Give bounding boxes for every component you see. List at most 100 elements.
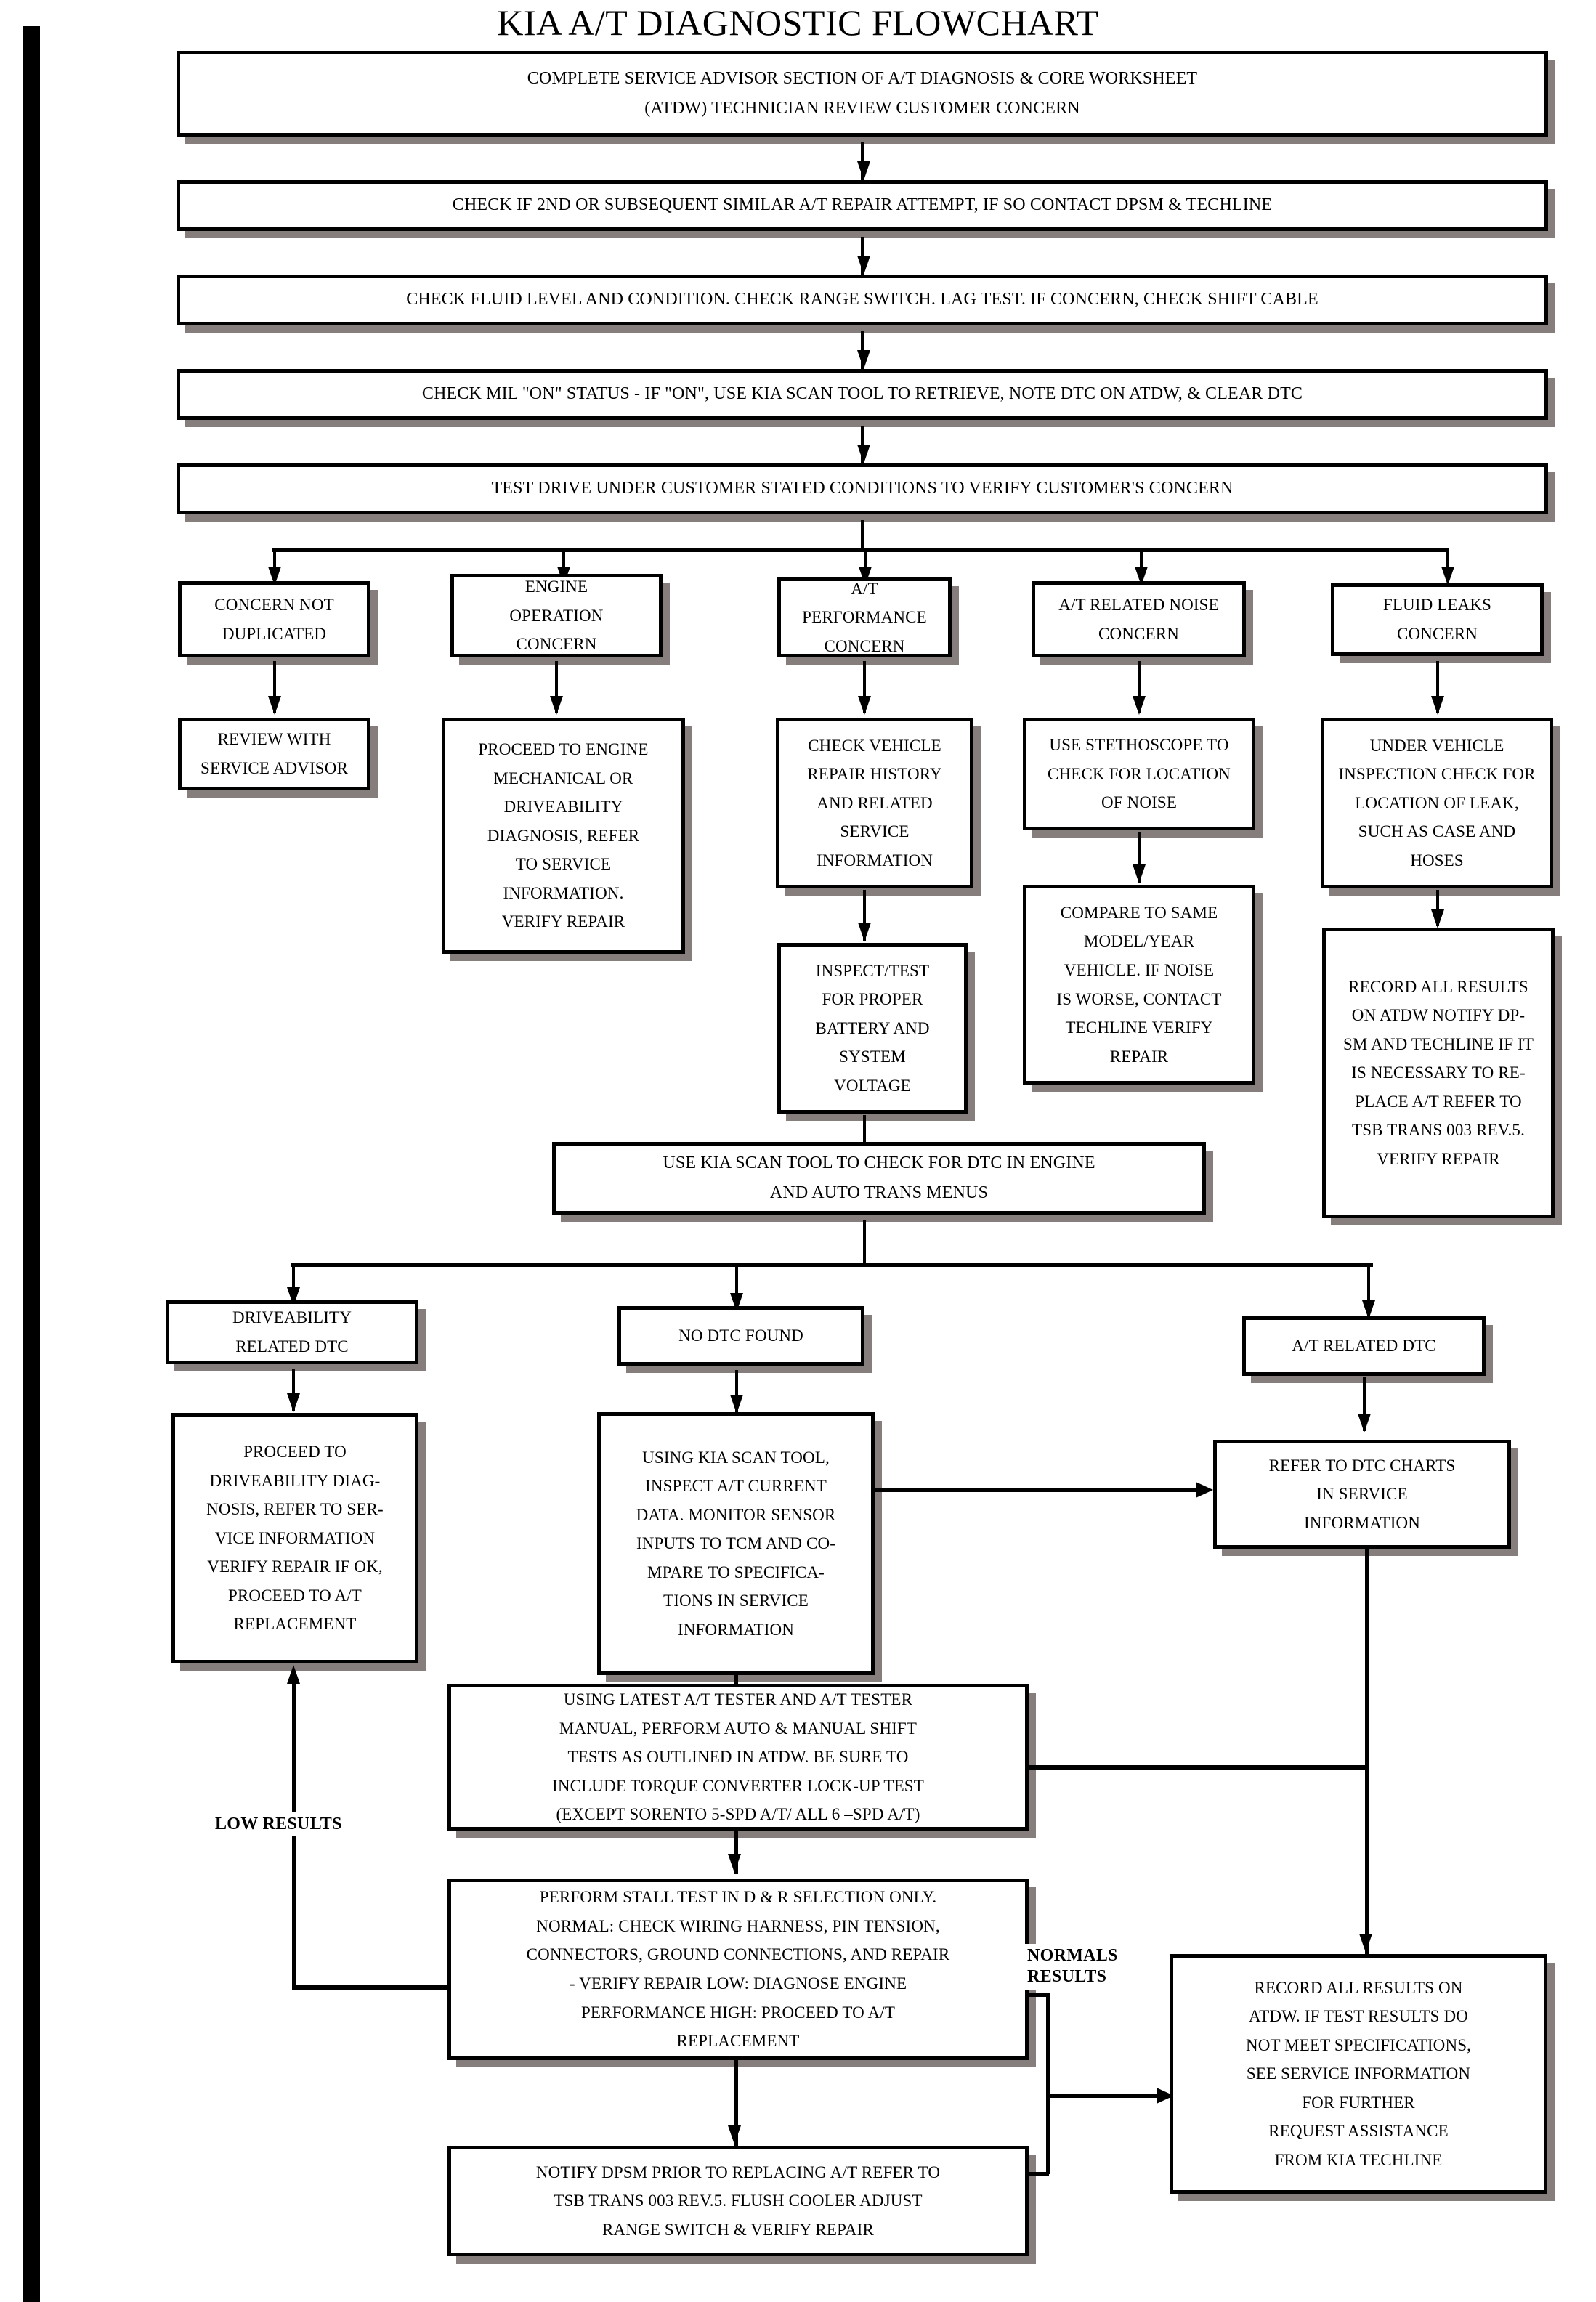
concern-text: ENGINE OPERATION CONCERN <box>509 577 604 654</box>
step-text: CHECK MIL "ON" STATUS - IF "ON", USE KIA… <box>421 384 1303 404</box>
action-text: RECORD ALL RESULTS ON ATDW NOTIFY DP- SM… <box>1342 977 1534 1168</box>
action-box-record-all-results-final: RECORD ALL RESULTS ON ATDW. IF TEST RESU… <box>1170 1954 1547 2194</box>
arrow-down-icon <box>857 350 870 369</box>
arrow-down-icon <box>858 696 871 715</box>
action-text: NOTIFY DPSM PRIOR TO REPLACING A/T REFER… <box>535 2163 941 2239</box>
action-text: PERFORM STALL TEST IN D & R SELECTION ON… <box>526 1888 950 2051</box>
arrow-down-icon <box>728 1854 741 1873</box>
connector-dtc1-f1 <box>292 1369 295 1411</box>
action-box-at-tester-shift-tests: USING LATEST A/T TESTER AND A/T TESTER M… <box>447 1684 1029 1831</box>
arrow-down-icon <box>1133 696 1146 715</box>
arrow-down-icon <box>728 2125 741 2144</box>
step-text: CHECK IF 2ND OR SUBSEQUENT SIMILAR A/T R… <box>452 195 1273 215</box>
result-text: DRIVEABILITY RELATED DTC <box>232 1308 352 1355</box>
action-text: REVIEW WITH SERVICE ADVISOR <box>200 730 348 777</box>
arrow-down-icon <box>858 923 871 941</box>
connector-d5-e5 <box>1436 890 1439 926</box>
action-text: USE STETHOSCOPE TO CHECK FOR LOCATION OF… <box>1048 736 1231 812</box>
action-text: PROCEED TO ENGINE MECHANICAL OR DRIVEABI… <box>478 740 649 931</box>
action-text: INSPECT/TEST FOR PROPER BATTERY AND SYST… <box>815 961 930 1095</box>
arrow-down-icon <box>1359 1934 1372 1953</box>
arrow-down-icon <box>1135 567 1148 585</box>
page-title: KIA A/T DIAGNOSTIC FLOWCHART <box>497 2 1099 43</box>
connector-e3-scan <box>863 1115 866 1146</box>
connector-g1-right-rail <box>1029 1765 1367 1770</box>
arrow-down-icon <box>857 445 870 463</box>
branch-drop-5 <box>1446 551 1449 580</box>
arrow-down-icon <box>268 567 281 585</box>
action-box-record-results-notify-dpsm: RECORD ALL RESULTS ON ATDW NOTIFY DP- SM… <box>1322 928 1555 1218</box>
action-box-proceed-driveability-diagnosis: PROCEED TO DRIVEABILITY DIAG- NOSIS, REF… <box>171 1413 418 1663</box>
connector-dtc2-f2 <box>735 1370 738 1412</box>
concern-box-fluid-leaks: FLUID LEAKS CONCERN <box>1331 583 1544 656</box>
connector-c2-d2 <box>555 661 558 713</box>
connector-g3-normals-rail <box>1029 2172 1049 2176</box>
connector-c3-d3 <box>863 661 866 713</box>
branch-drop-2 <box>562 551 565 580</box>
action-text: REFER TO DTC CHARTS IN SERVICE INFORMATI… <box>1268 1456 1456 1532</box>
normals-h-from-stall <box>1029 1993 1050 1997</box>
normals-v-segment <box>1046 1993 1050 2174</box>
action-box-compare-model-year: COMPARE TO SAME MODEL/YEAR VEHICLE. IF N… <box>1023 885 1255 1085</box>
action-box-review-with-advisor: REVIEW WITH SERVICE ADVISOR <box>178 718 370 790</box>
arrow-down-icon <box>550 696 563 715</box>
normals-h-into-record <box>1046 2094 1170 2098</box>
branch-drop-4 <box>1140 551 1143 580</box>
arrow-right-icon <box>1196 1482 1213 1498</box>
concern-box-engine-operation: ENGINE OPERATION CONCERN <box>450 574 663 657</box>
concern-text: A/T PERFORMANCE CONCERN <box>802 579 927 655</box>
arrow-down-icon <box>1358 1414 1371 1432</box>
step-box-test-drive: TEST DRIVE UNDER CUSTOMER STATED CONDITI… <box>177 463 1548 514</box>
result-text: NO DTC FOUND <box>678 1326 803 1345</box>
action-box-engine-diagnosis: PROCEED TO ENGINE MECHANICAL OR DRIVEABI… <box>442 718 685 954</box>
connector-dtc3-f3 <box>1363 1377 1366 1431</box>
concern-box-at-related-noise: A/T RELATED NOISE CONCERN <box>1032 581 1246 657</box>
connector-d4-e4 <box>1138 832 1141 883</box>
action-text: CHECK VEHICLE REPAIR HISTORY AND RELATED… <box>807 736 942 870</box>
left-margin-rule <box>23 26 40 2302</box>
low-results-h-segment <box>292 1985 450 1990</box>
action-box-use-stethoscope: USE STETHOSCOPE TO CHECK FOR LOCATION OF… <box>1023 718 1255 830</box>
arrow-down-icon <box>857 161 870 180</box>
concern-text: FLUID LEAKS CONCERN <box>1382 596 1492 643</box>
step-box-mil-status-check: CHECK MIL "ON" STATUS - IF "ON", USE KIA… <box>177 369 1548 420</box>
action-box-inspect-at-current-data: USING KIA SCAN TOOL, INSPECT A/T CURRENT… <box>597 1412 875 1675</box>
label-low-results: LOW RESULTS <box>211 1812 347 1837</box>
arrow-down-icon <box>1431 696 1444 715</box>
action-text: PROCEED TO DRIVEABILITY DIAG- NOSIS, REF… <box>206 1443 384 1634</box>
arrow-down-icon <box>268 696 281 715</box>
concern-box-not-duplicated: CONCERN NOT DUPLICATED <box>178 581 370 657</box>
action-text: UNDER VEHICLE INSPECTION CHECK FOR LOCAT… <box>1338 736 1536 870</box>
dtc-drop-1 <box>292 1265 295 1302</box>
connector-d3-e3 <box>863 890 866 941</box>
arrow-down-icon <box>1441 567 1454 585</box>
step-text: COMPLETE SERVICE ADVISOR SECTION OF A/T … <box>527 68 1198 118</box>
action-text: USING LATEST A/T TESTER AND A/T TESTER M… <box>552 1690 924 1824</box>
dtc-bus-horizontal <box>291 1263 1373 1267</box>
label-normals-results: NORMALS RESULTS <box>1024 1944 1121 1990</box>
connector-f2-f3 <box>875 1488 1204 1492</box>
action-box-check-repair-history: CHECK VEHICLE REPAIR HISTORY AND RELATED… <box>776 718 973 888</box>
arrow-down-icon <box>1133 864 1146 883</box>
arrow-down-icon <box>857 256 870 275</box>
branch-drop-1 <box>273 551 276 580</box>
result-box-at-related-dtc: A/T RELATED DTC <box>1242 1316 1486 1376</box>
arrow-down-icon <box>1362 1300 1375 1319</box>
step-box-use-scan-tool-dtc: USE KIA SCAN TOOL TO CHECK FOR DTC IN EN… <box>552 1142 1206 1215</box>
step-text: USE KIA SCAN TOOL TO CHECK FOR DTC IN EN… <box>663 1153 1095 1202</box>
arrow-down-icon <box>1431 909 1444 928</box>
action-text: COMPARE TO SAME MODEL/YEAR VEHICLE. IF N… <box>1056 903 1222 1066</box>
arrow-up-icon <box>287 1665 300 1684</box>
action-box-perform-stall-test: PERFORM STALL TEST IN D & R SELECTION ON… <box>447 1879 1029 2060</box>
connector-g1-g2 <box>734 1829 738 1874</box>
step-box-fluid-level-check: CHECK FLUID LEVEL AND CONDITION. CHECK R… <box>177 275 1548 325</box>
step-text: CHECK FLUID LEVEL AND CONDITION. CHECK R… <box>406 290 1318 309</box>
branch-bus-horizontal <box>272 548 1449 552</box>
connector-scan-bus <box>863 1220 866 1265</box>
dtc-drop-2 <box>735 1265 738 1308</box>
concern-text: CONCERN NOT DUPLICATED <box>214 595 334 643</box>
step-box-repeat-repair-check: CHECK IF 2ND OR SUBSEQUENT SIMILAR A/T R… <box>177 180 1548 231</box>
action-box-refer-dtc-charts: REFER TO DTC CHARTS IN SERVICE INFORMATI… <box>1213 1440 1511 1549</box>
connector-c1-d1 <box>273 661 276 713</box>
